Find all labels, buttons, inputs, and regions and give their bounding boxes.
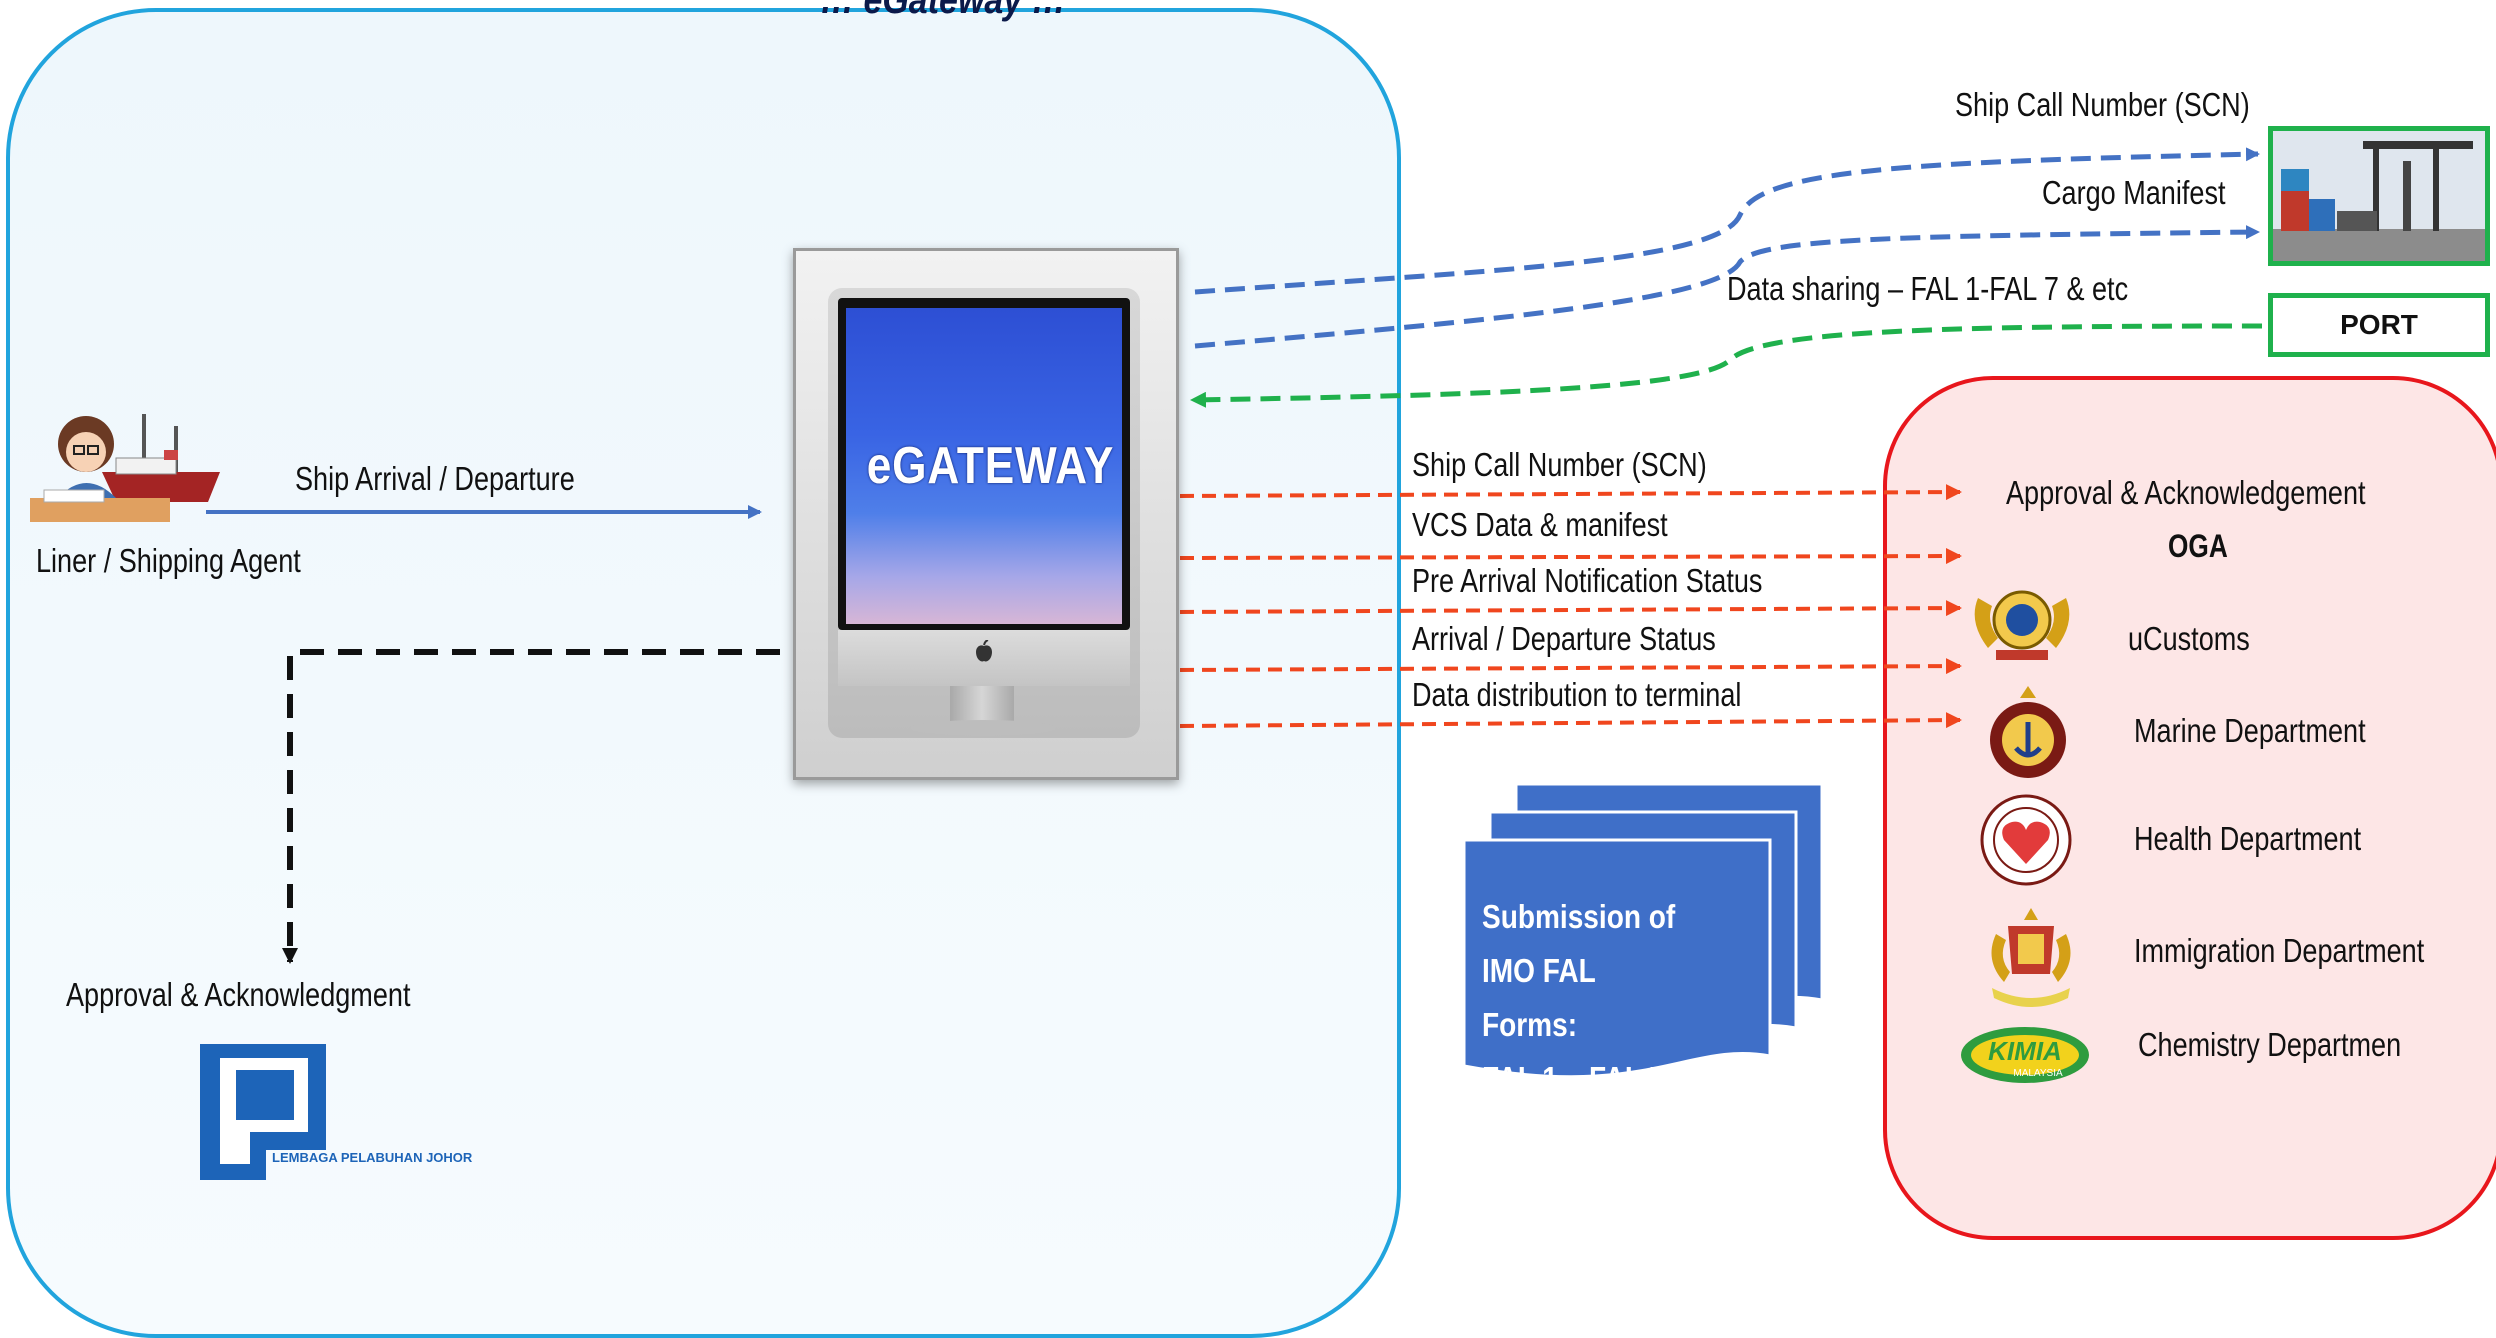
oga-flow-2 <box>1179 548 1962 565</box>
oga-flow-label-5: Data distribution to terminal <box>1412 676 1742 713</box>
customs-crest-icon <box>1974 590 2070 660</box>
fal-documents-icon <box>1462 782 1824 1079</box>
oga-flow-5 <box>1179 712 1962 729</box>
kimia-logo-subtext: MALAYSIA <box>2013 1068 2063 1079</box>
oga-flow-label-1: Ship Call Number (SCN) <box>1412 446 1707 483</box>
port-label-box: PORT <box>2268 293 2490 357</box>
port-flow-manifest <box>1194 225 2260 349</box>
shipping-agent-icon <box>30 414 220 522</box>
flow-arrows <box>206 147 2263 1079</box>
port-flow-label-manifest: Cargo Manifest <box>2042 174 2226 211</box>
oga-flow-4 <box>1179 658 1962 675</box>
fal-forms-label: Submission of IMO FAL Forms: FAL 1 – FAL… <box>1482 890 1686 1106</box>
fal-forms-line-3: FAL 1 – FAL 7 <box>1482 1060 1665 1097</box>
agent-label: Liner / Shipping Agent <box>36 542 301 579</box>
apple-logo-icon <box>976 640 992 662</box>
oga-flow-1 <box>1179 484 1962 501</box>
egateway-label: eGATEWAY <box>866 437 1115 495</box>
port-flow-scn <box>1194 147 2260 295</box>
fal-forms-line-1: Submission of <box>1482 898 1676 935</box>
oga-panel <box>1883 376 2496 1240</box>
johor-port-authority-logo-icon <box>200 1044 326 1180</box>
kimia-logo-text: KIMIA <box>1988 1036 2062 1066</box>
oga-heading: Approval & Acknowledgement <box>2006 474 2366 511</box>
port-image <box>2268 126 2490 266</box>
fal-forms-line-2: IMO FAL Forms: <box>1482 952 1596 1043</box>
page-title: … eGateway … <box>820 0 1585 22</box>
johor-logo-text: LEMBAGA PELABUHAN JOHOR <box>272 1150 473 1165</box>
agency-name-chemistry: Chemistry Departmen <box>2138 1026 2402 1063</box>
agency-name-customs: uCustoms <box>2128 620 2250 657</box>
port-flow-data-sharing <box>1190 323 2263 408</box>
oga-flow-label-4: Arrival / Departure Status <box>1412 620 1716 657</box>
immigration-crest-icon <box>1991 908 2071 1007</box>
oga-subheading: OGA <box>2168 528 2228 564</box>
agency-name-immigration: Immigration Department <box>2134 932 2425 969</box>
port-label: PORT <box>2340 309 2418 340</box>
port-flow-label-data-sharing: Data sharing – FAL 1-FAL 7 & etc <box>1727 270 2129 307</box>
port-flow-label-scn: Ship Call Number (SCN) <box>1955 86 2250 123</box>
approval-connector <box>282 649 780 964</box>
agency-name-health: Health Department <box>2134 820 2362 857</box>
monitor-screen <box>846 308 1122 624</box>
oga-flow-label-2: VCS Data & manifest <box>1412 506 1668 543</box>
oga-flow-3 <box>1179 600 1962 617</box>
kimia-logo-icon: KIMIA MALAYSIA <box>1961 1027 2089 1083</box>
oga-flow-label-3: Pre Arrival Notification Status <box>1412 562 1763 599</box>
port-crane-icon <box>2273 131 2485 261</box>
agent-arrow-label: Ship Arrival / Departure <box>295 460 575 497</box>
left-approval-label: Approval & Acknowledgment <box>66 976 411 1013</box>
marine-crest-icon <box>1990 686 2066 778</box>
health-seal-icon <box>1980 794 2072 886</box>
agency-name-marine: Marine Department <box>2134 712 2366 749</box>
